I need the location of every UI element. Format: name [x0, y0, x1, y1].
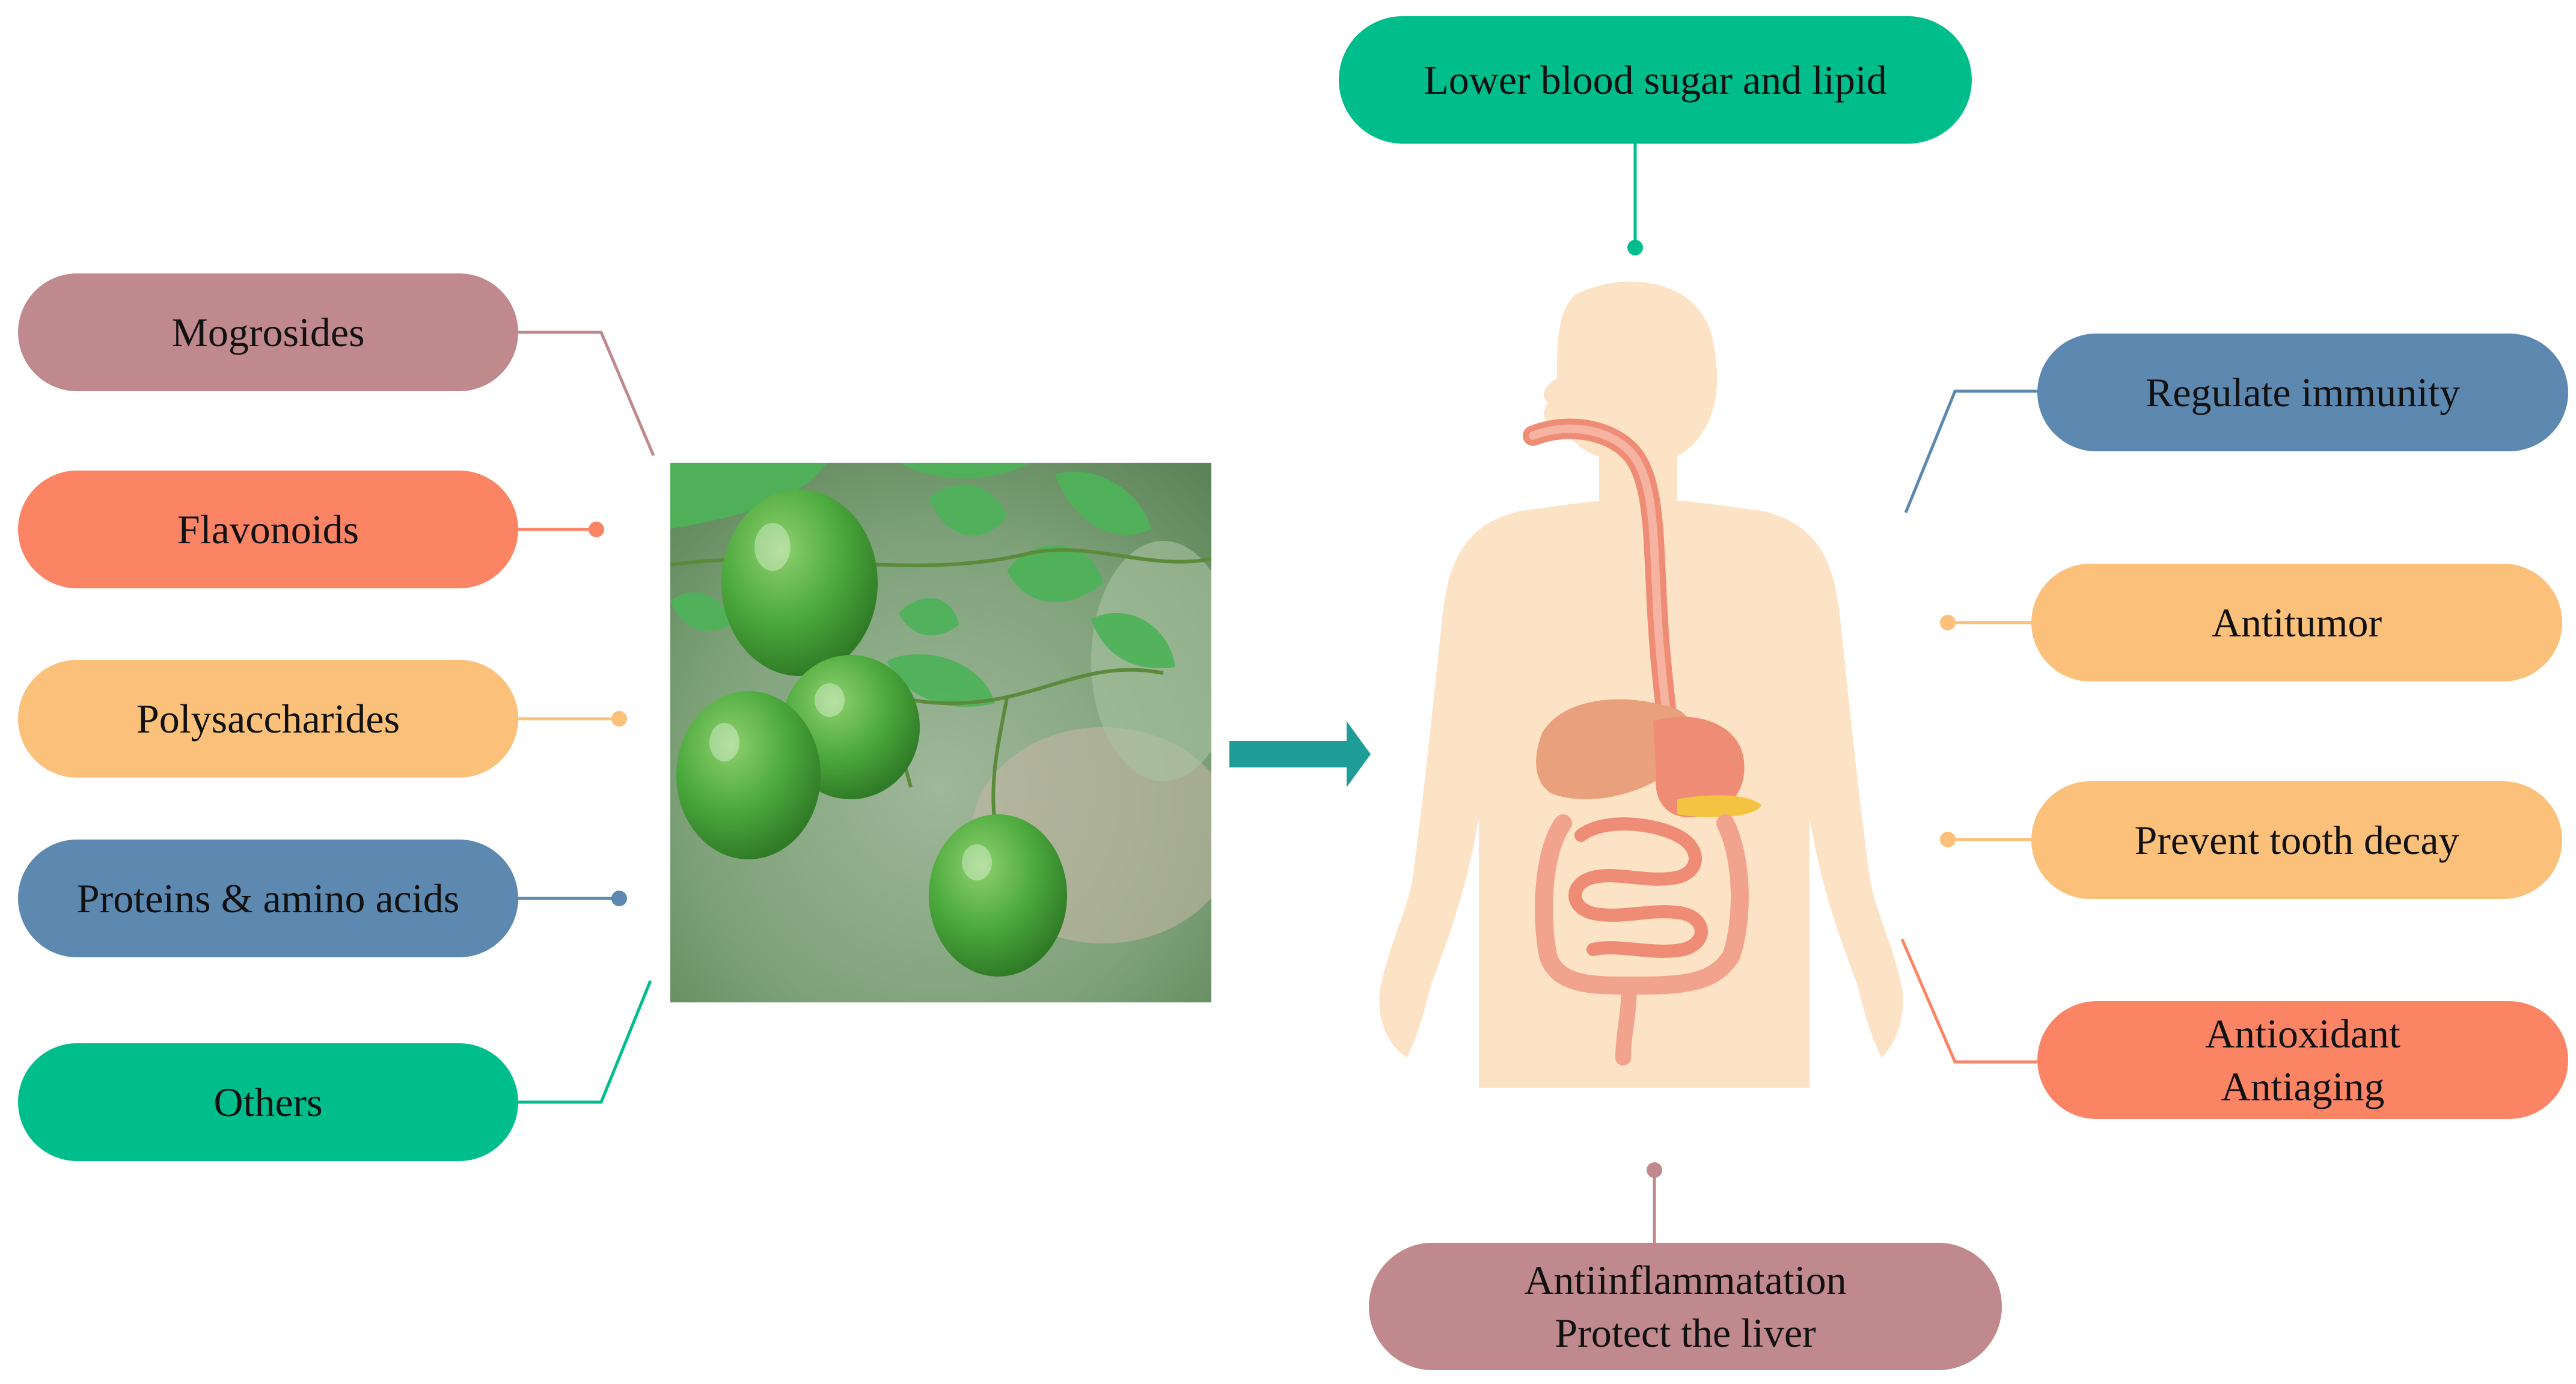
label-flavonoids: Flavonoids: [177, 506, 359, 552]
pill-antioxidant: Antioxidant Antiaging: [2037, 1001, 2568, 1119]
pill-others: Others: [18, 1043, 518, 1161]
pill-mogrosides: Mogrosides: [18, 273, 518, 391]
label-antiaging: Antiaging: [2221, 1064, 2385, 1109]
pill-immunity: Regulate immunity: [2037, 334, 2568, 451]
right-arrow-icon: [1229, 721, 1371, 787]
connector-mogrosides: [518, 331, 655, 456]
label-antiinflammation-group: Antiinflammatation Protect the liver: [1524, 1254, 1846, 1360]
label-polysaccharides: Polysaccharides: [136, 695, 400, 742]
pill-proteins: Proteins & amino acids: [18, 840, 518, 957]
dot-antitumor: [1940, 615, 1956, 630]
label-mogrosides: Mogrosides: [171, 309, 365, 355]
label-blood-sugar: Lower blood sugar and lipid: [1424, 56, 1887, 103]
label-others: Others: [213, 1079, 323, 1125]
dot-tooth-decay: [1940, 832, 1956, 847]
connector-others: [518, 980, 652, 1104]
pill-antitumor: Antitumor: [2031, 564, 2562, 681]
connector-antioxidant: [1900, 939, 2037, 1064]
monk-fruit-photo-icon: [670, 463, 1211, 1002]
label-antioxidant: Antioxidant: [2205, 1010, 2400, 1056]
label-protect-liver: Protect the liver: [1555, 1310, 1816, 1356]
dot-polysaccharides: [611, 711, 627, 727]
label-antiinflammation: Antiinflammatation: [1524, 1257, 1847, 1303]
pill-blood-sugar: Lower blood sugar and lipid: [1339, 16, 1972, 144]
pill-flavonoids: Flavonoids: [18, 471, 518, 588]
human-body-digestive-system-icon: [1379, 281, 1903, 1088]
dot-blood-sugar: [1627, 240, 1643, 255]
pill-antiinflammation: Antiinflammatation Protect the liver: [1369, 1243, 2002, 1370]
label-antioxidant-group: Antioxidant Antiaging: [2205, 1007, 2400, 1114]
label-proteins: Proteins & amino acids: [76, 875, 460, 921]
dot-proteins: [611, 891, 627, 906]
label-tooth-decay: Prevent tooth decay: [2134, 817, 2459, 863]
dot-antiinflam: [1647, 1162, 1662, 1178]
pill-polysaccharides: Polysaccharides: [18, 660, 518, 778]
label-immunity: Regulate immunity: [2145, 369, 2461, 415]
dot-flavonoids: [589, 522, 604, 537]
label-antitumor: Antitumor: [2211, 599, 2382, 645]
connector-immunity: [1904, 389, 2037, 513]
pill-tooth-decay: Prevent tooth decay: [2031, 781, 2562, 899]
